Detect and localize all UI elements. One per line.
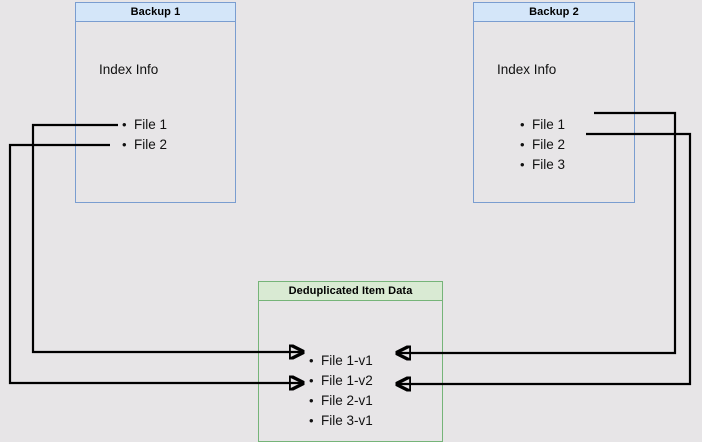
list-item: File 1 xyxy=(122,115,167,135)
backup-2-box: Backup 2 Index Info File 1 File 2 File 3 xyxy=(473,2,635,203)
list-item: File 2-v1 xyxy=(309,391,373,411)
list-item: File 1-v2 xyxy=(309,371,373,391)
backup-2-body: Index Info File 1 File 2 File 3 xyxy=(474,22,634,202)
list-item: File 1 xyxy=(520,115,565,135)
backup-1-index-info-label: Index Info xyxy=(99,62,159,77)
list-item: File 2 xyxy=(122,135,167,155)
backup-1-body: Index Info File 1 File 2 xyxy=(76,22,235,202)
backup-1-file-list: File 1 File 2 xyxy=(120,115,167,155)
list-item: File 3-v1 xyxy=(309,411,373,431)
list-item: File 2 xyxy=(520,135,565,155)
dedup-title: Deduplicated Item Data xyxy=(259,282,442,301)
deduplicated-item-data-box: Deduplicated Item Data File 1-v1 File 1-… xyxy=(258,281,443,442)
dedup-item-list: File 1-v1 File 1-v2 File 2-v1 File 3-v1 xyxy=(307,351,373,431)
backup-2-file-list: File 1 File 2 File 3 xyxy=(518,115,565,175)
dedup-body: File 1-v1 File 1-v2 File 2-v1 File 3-v1 xyxy=(259,301,442,441)
backup-1-title: Backup 1 xyxy=(76,3,235,22)
backup-1-box: Backup 1 Index Info File 1 File 2 xyxy=(75,2,236,203)
backup-2-title: Backup 2 xyxy=(474,3,634,22)
list-item: File 1-v1 xyxy=(309,351,373,371)
list-item: File 3 xyxy=(520,155,565,175)
backup-2-index-info-label: Index Info xyxy=(497,62,557,77)
